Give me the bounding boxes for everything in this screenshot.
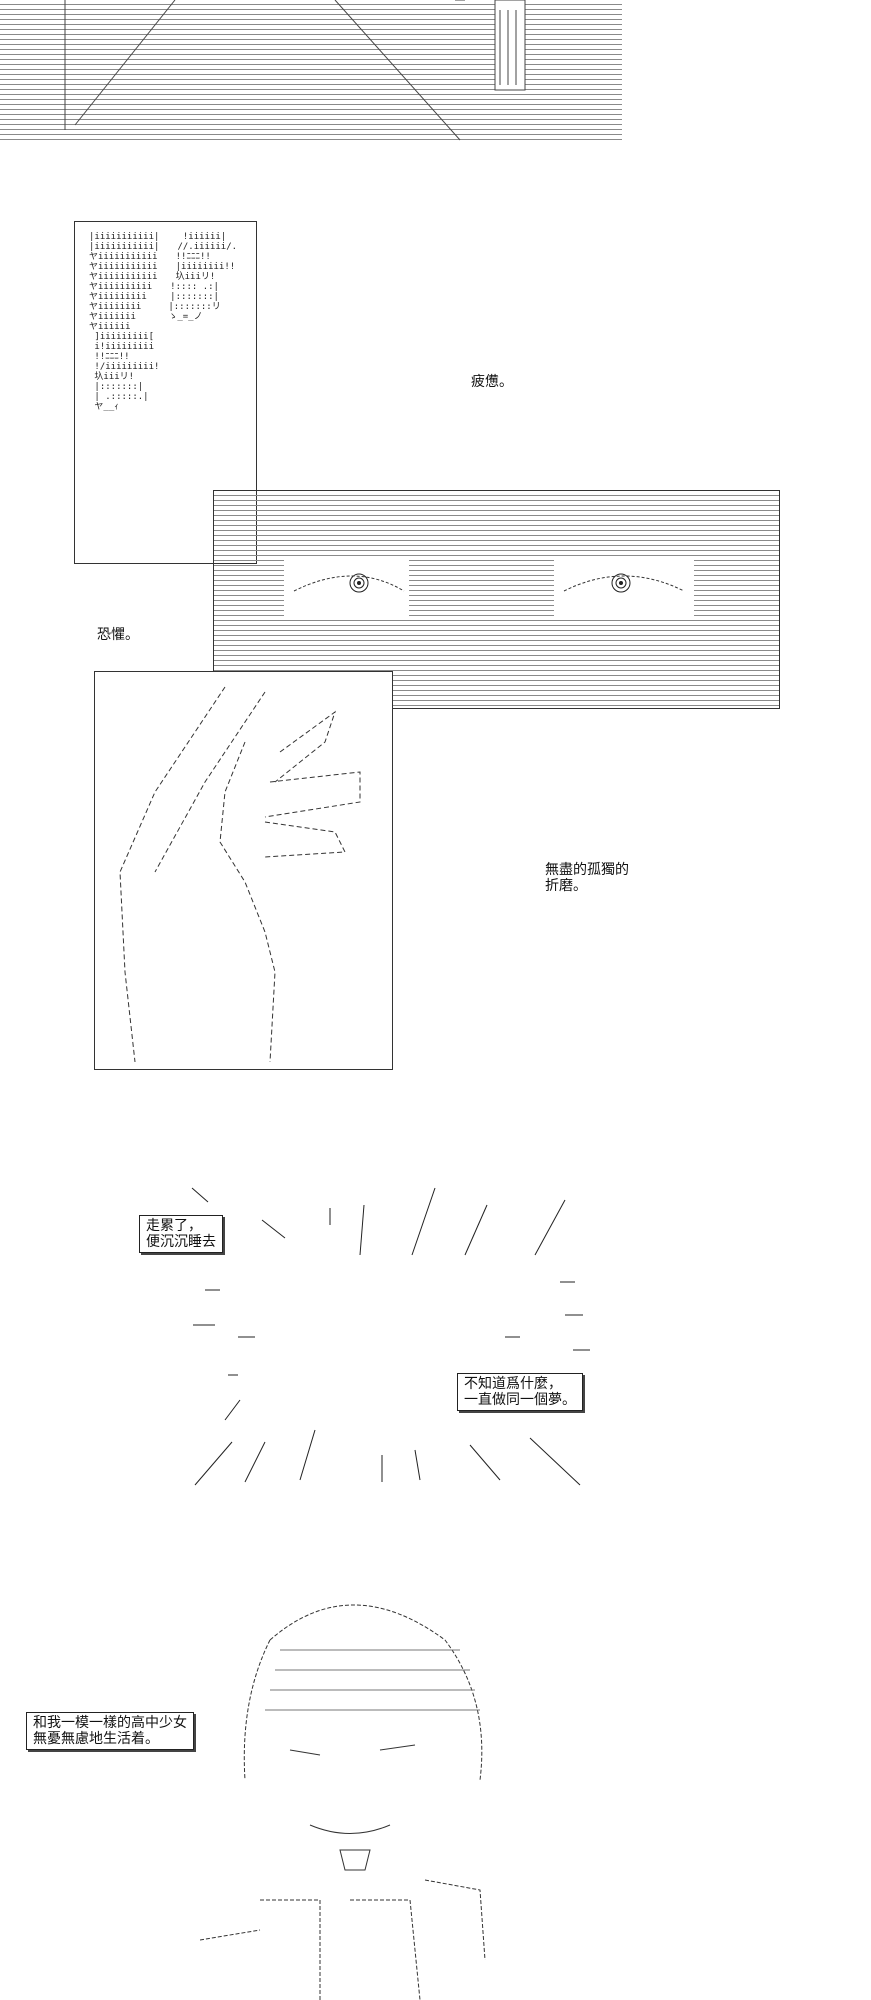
caption-dream: 不知道爲什麼， 一直做同一個夢。 (457, 1373, 583, 1411)
caption-fear: 恐懼。 (97, 627, 139, 643)
girl-figure-art (200, 1604, 486, 2000)
panel-hand (94, 671, 393, 1070)
hand-art (119, 686, 361, 1063)
wall-figure-art: |iiiiiiiiiii| !iiiiii| |iiiiiiiiiii| //.… (89, 232, 238, 412)
panel-wall-figure: |iiiiiiiiiii| !iiiiii| |iiiiiiiiiii| //.… (74, 221, 257, 564)
caption-torment: 無盡的孤獨的 折磨。 (545, 862, 629, 894)
eyes-art (284, 556, 694, 616)
sleep-radiating-lines (191, 1187, 590, 1486)
left-eye (349, 573, 369, 593)
top-art-lines (64, 0, 526, 141)
panel-eyes (213, 490, 780, 709)
caption-sleep: 走累了， 便沉沉睡去 (139, 1215, 223, 1253)
top-hatched-art (0, 0, 622, 142)
right-eye (611, 573, 631, 593)
caption-girl: 和我一模一樣的高中少女 無憂無慮地生活着。 (26, 1712, 194, 1750)
caption-fatigue: 疲憊。 (471, 374, 513, 390)
